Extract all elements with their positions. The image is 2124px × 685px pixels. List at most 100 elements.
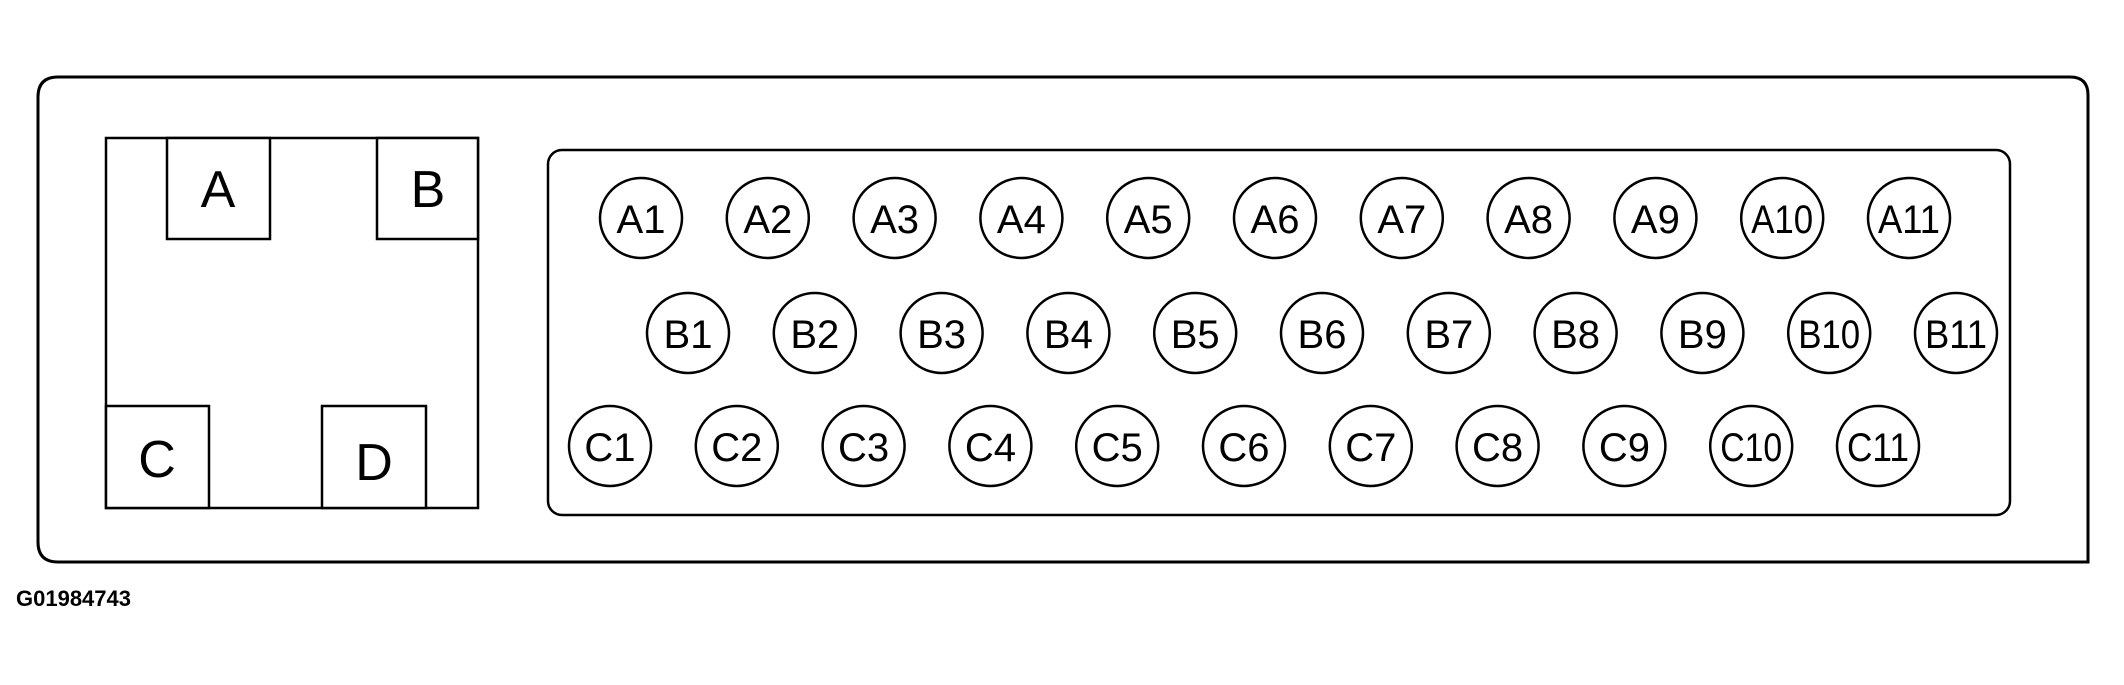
cavity-block: A B C D <box>104 136 480 510</box>
pin-circle <box>1660 291 1745 375</box>
pin-circle <box>694 404 780 488</box>
pin-label: C3 <box>838 426 889 470</box>
pin-label: C5 <box>1092 426 1143 470</box>
pin-circle <box>1913 291 1999 375</box>
pin-c10: C10 <box>1708 404 1794 488</box>
pin-circle <box>645 291 731 375</box>
cavity-d-label: D <box>355 434 393 492</box>
pin-label: A7 <box>1377 198 1426 242</box>
pin-circle <box>1359 176 1445 260</box>
pin-circle <box>1866 176 1952 260</box>
pin-b3: B3 <box>899 291 984 375</box>
pin-c6: C6 <box>1201 404 1287 488</box>
pin-label: A10 <box>1751 198 1813 242</box>
pin-circle <box>948 404 1033 488</box>
pin-label: C2 <box>711 426 762 470</box>
pin-circle <box>1105 176 1191 260</box>
pin-a5: A5 <box>1105 176 1191 260</box>
pin-c5: C5 <box>1074 404 1160 488</box>
pin-c2: C2 <box>694 404 780 488</box>
pin-circle <box>598 176 684 260</box>
pin-b2: B2 <box>772 291 858 375</box>
pin-a11: A11 <box>1866 176 1952 260</box>
pin-c9: C9 <box>1582 404 1667 488</box>
pin-circle <box>852 176 937 260</box>
pin-label: B5 <box>1171 313 1220 357</box>
pin-label: C1 <box>584 426 635 470</box>
pin-label: B6 <box>1298 313 1347 357</box>
pin-a7: A7 <box>1359 176 1445 260</box>
pin-c1: C1 <box>567 404 653 488</box>
pin-label: C11 <box>1847 426 1909 470</box>
pin-b5: B5 <box>1152 291 1238 375</box>
pin-circle <box>1708 404 1794 488</box>
pin-circle <box>899 291 984 375</box>
cavity-a <box>165 136 272 241</box>
pin-label: A3 <box>870 198 919 242</box>
pin-label: B1 <box>664 313 713 357</box>
cavity-block-outline <box>104 136 480 510</box>
pin-label: C8 <box>1472 426 1523 470</box>
pin-circle <box>1835 404 1921 488</box>
pin-a8: A8 <box>1486 176 1571 260</box>
pin-c7: C7 <box>1328 404 1414 488</box>
pin-label: C6 <box>1218 426 1269 470</box>
pin-a3: A3 <box>852 176 937 260</box>
connector-housing <box>36 75 2090 564</box>
pin-c8: C8 <box>1455 404 1540 488</box>
pin-circle <box>1328 404 1414 488</box>
pin-label: B2 <box>790 313 839 357</box>
pin-circle <box>1739 176 1825 260</box>
pin-b4: B4 <box>1026 291 1111 375</box>
pin-a2: A2 <box>725 176 811 260</box>
pin-field <box>546 148 2012 517</box>
pin-label: A9 <box>1631 198 1680 242</box>
pin-circle <box>1486 176 1571 260</box>
pin-circle <box>725 176 811 260</box>
pin-circle <box>1786 291 1872 375</box>
pin-b1: B1 <box>645 291 731 375</box>
pin-label: B3 <box>917 313 966 357</box>
pin-circle <box>821 404 906 488</box>
pin-circle <box>1613 176 1698 260</box>
pin-label: B11 <box>1925 313 1987 357</box>
pin-label: A5 <box>1124 198 1173 242</box>
cavity-c-label: C <box>138 431 176 489</box>
cavity-c <box>104 404 211 510</box>
pin-b7: B7 <box>1406 291 1492 375</box>
pin-c4: C4 <box>948 404 1033 488</box>
pin-label: C9 <box>1599 426 1650 470</box>
pin-label: A11 <box>1878 198 1940 242</box>
pin-circle <box>772 291 858 375</box>
pin-circle <box>1455 404 1540 488</box>
pin-c3: C3 <box>821 404 906 488</box>
pin-label: B7 <box>1424 313 1473 357</box>
pin-circle <box>567 404 653 488</box>
pin-label: B9 <box>1678 313 1727 357</box>
pin-circle <box>1232 176 1318 260</box>
cavity-d <box>320 404 428 510</box>
pin-circle <box>1279 291 1365 375</box>
pin-label: A1 <box>617 198 666 242</box>
pin-b11: B11 <box>1913 291 1999 375</box>
pin-circle <box>1026 291 1111 375</box>
pin-b10: B10 <box>1786 291 1872 375</box>
pin-circle <box>1533 291 1618 375</box>
pin-b8: B8 <box>1533 291 1618 375</box>
pin-a1: A1 <box>598 176 684 260</box>
pin-a4: A4 <box>979 176 1064 260</box>
pin-circle <box>1201 404 1287 488</box>
pin-b9: B9 <box>1660 291 1745 375</box>
pin-a10: A10 <box>1739 176 1825 260</box>
pin-circle <box>1582 404 1667 488</box>
cavity-a-label: A <box>201 161 236 219</box>
pin-label: A4 <box>997 198 1046 242</box>
pin-circle <box>1406 291 1492 375</box>
cavity-b-label: B <box>411 161 446 219</box>
cavity-b <box>375 136 480 241</box>
pin-circle <box>979 176 1064 260</box>
pin-label: C10 <box>1720 426 1782 470</box>
pin-circle <box>1074 404 1160 488</box>
